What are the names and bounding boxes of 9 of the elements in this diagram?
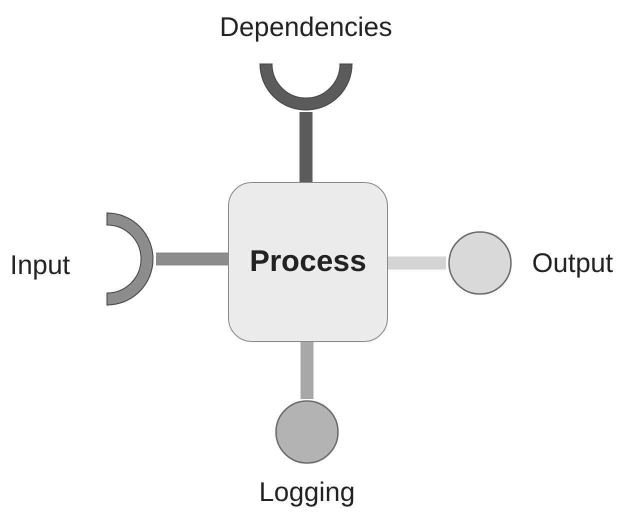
connector-line bbox=[300, 342, 314, 399]
connector-line bbox=[300, 112, 312, 182]
interface-label: Dependencies bbox=[218, 14, 394, 41]
connector-line bbox=[388, 256, 446, 270]
process-box: Process bbox=[228, 182, 388, 342]
connector-line bbox=[156, 252, 228, 266]
interface-label: Input bbox=[10, 252, 70, 279]
interface-label: Output bbox=[532, 250, 614, 277]
interface-label: Logging bbox=[258, 479, 356, 506]
